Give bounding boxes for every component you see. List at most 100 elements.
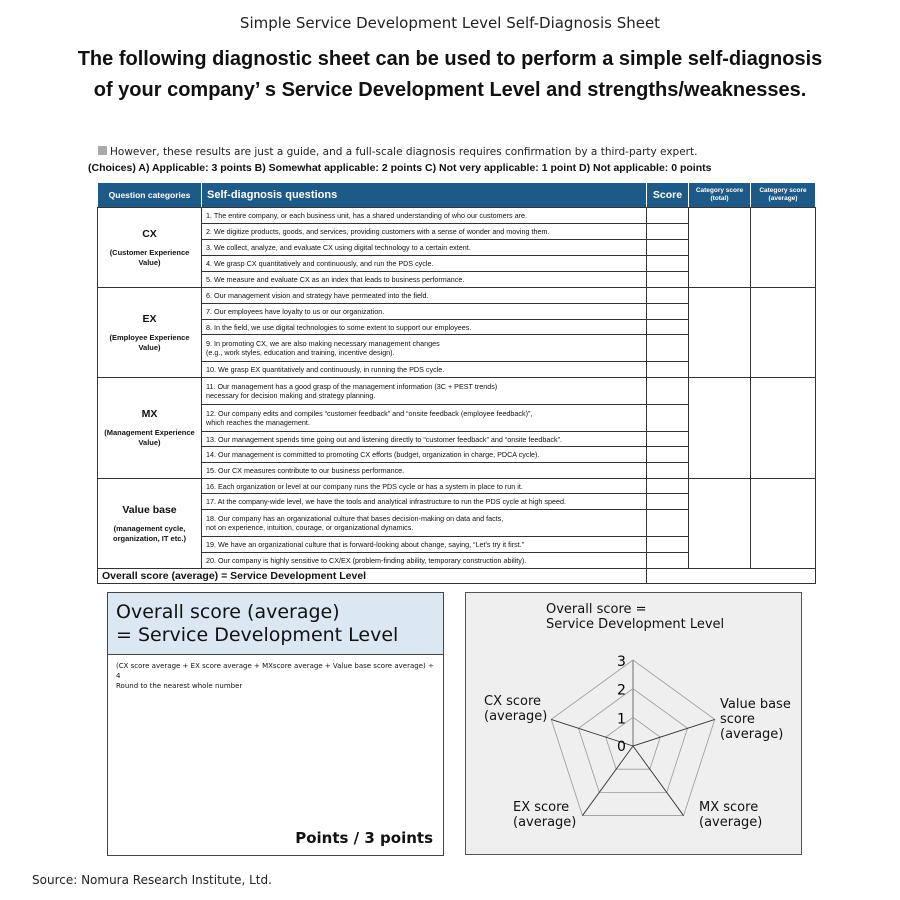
category-subtitle: (Customer Experience Value)	[109, 247, 190, 267]
category-name: EX	[142, 312, 157, 325]
diagnosis-table: Question categories Self-diagnosis quest…	[97, 182, 816, 584]
table-row: 18. Our company has an organizational cu…	[98, 509, 816, 537]
category-name: MX	[141, 408, 158, 420]
score-input-cell[interactable]	[646, 509, 689, 537]
radar-chart-panel: Overall score =Service Development Level…	[465, 592, 802, 855]
score-input-cell[interactable]	[646, 536, 689, 553]
radar-axis-spoke	[632, 745, 684, 816]
category-cell: EX(Employee Experience Value)	[97, 287, 202, 378]
category-cell: CX (Customer Experience Value)	[97, 207, 202, 288]
points-label: Points / 3 points	[295, 829, 433, 847]
radar-tick-label: 3	[617, 654, 626, 670]
question-text: 16. Each organization or level at our co…	[201, 478, 647, 494]
table-row: 7. Our employees have loyalty to us or o…	[98, 303, 816, 320]
formula: (CX score average + EX score average + M…	[108, 655, 443, 697]
source-note: Source: Nomura Research Institute, Ltd.	[32, 873, 272, 887]
table-row: 13. Our management spends time going out…	[98, 431, 816, 447]
category-average-cell[interactable]	[750, 478, 816, 569]
score-input-cell[interactable]	[646, 319, 689, 335]
score-input-cell[interactable]	[646, 255, 689, 272]
question-text: 7. Our employees have loyalty to us or o…	[201, 303, 647, 320]
overall-score-cell[interactable]	[646, 568, 816, 584]
category-name: Value base	[122, 503, 177, 516]
category-average-cell[interactable]	[750, 207, 816, 288]
header-category-total: Category score (total)	[688, 182, 751, 208]
category-total-cell[interactable]	[688, 207, 751, 288]
header-categories: Question categories	[97, 182, 202, 208]
radar-axis-spoke	[632, 718, 715, 747]
category-total-cell[interactable]	[688, 377, 751, 479]
question-text: 8. In the field, we use digital technolo…	[201, 319, 647, 335]
score-input-cell[interactable]	[646, 223, 689, 240]
radar-axis-spoke	[582, 745, 634, 816]
header-category-average: Category score (average)	[750, 182, 816, 208]
category-total-cell[interactable]	[688, 478, 751, 569]
score-input-cell[interactable]	[646, 239, 689, 256]
overall-score-box: Overall score (average) = Service Develo…	[107, 592, 444, 856]
category-cell: Value base (management cycle, organizatio…	[97, 478, 202, 569]
question-text: 2. We digitize products, goods, and serv…	[201, 223, 647, 240]
question-text: 15. Our CX measures contribute to our bu…	[201, 462, 647, 479]
overall-title-line-2: = Service Development Level	[116, 624, 399, 646]
radar-tick-label: 1	[617, 711, 626, 727]
table-row: MX(Management Experience Value)11. Our m…	[97, 377, 816, 479]
radar-chart: Overall score =Service Development Level…	[484, 602, 791, 830]
category-subtitle: (management cycle, organization, IT etc.…	[113, 523, 186, 543]
table-row: 12. Our company edits and compiles “cust…	[98, 404, 816, 432]
square-bullet-icon	[98, 146, 107, 155]
formula-line-2: Round to the nearest whole number	[116, 682, 243, 690]
table-row: 8. In the field, we use digital technolo…	[98, 319, 816, 335]
score-input-cell[interactable]	[646, 404, 689, 432]
sheet-subtitle: Simple Service Development Level Self-Di…	[239, 14, 661, 32]
score-input-cell[interactable]	[646, 271, 689, 288]
question-text: 10. We grasp EX quantitatively and conti…	[201, 361, 647, 378]
score-input-cell[interactable]	[646, 207, 689, 224]
overall-label: Overall score (average) = Service Develo…	[97, 568, 647, 584]
category-total-cell[interactable]	[688, 287, 751, 378]
note-text: However, these results are just a guide,…	[110, 146, 698, 158]
score-input-cell[interactable]	[646, 431, 689, 447]
headline-line-2: of your company’ s Service Development L…	[93, 79, 807, 101]
score-input-cell[interactable]	[646, 377, 689, 405]
score-input-cell[interactable]	[646, 493, 689, 510]
category-average-cell[interactable]	[750, 287, 816, 378]
question-text: 19. We have an organizational culture th…	[201, 536, 647, 553]
score-input-cell[interactable]	[646, 361, 689, 378]
radar-axis-label: Overall score =Service Development Level	[546, 602, 724, 632]
overall-row: Overall score (average) = Service Develo…	[97, 568, 816, 584]
score-input-cell[interactable]	[646, 446, 689, 463]
category-name: CX	[142, 227, 157, 240]
header-questions: Self-diagnosis questions	[201, 182, 647, 208]
radar-grid-ring	[578, 688, 688, 793]
score-input-cell[interactable]	[646, 287, 689, 304]
score-input-cell[interactable]	[646, 462, 689, 479]
choices-legend: (Choices) A) Applicable: 3 points B) Som…	[88, 162, 712, 174]
score-input-cell[interactable]	[646, 303, 689, 320]
question-text: 20. Our company is highly sensitive to C…	[201, 552, 647, 569]
question-text: 14. Our management is committed to promo…	[201, 446, 647, 463]
question-text: 11. Our management has a good grasp of t…	[201, 377, 647, 405]
question-text: 13. Our management spends time going out…	[201, 431, 647, 447]
radar-axis-label: EX score(average)	[513, 800, 576, 830]
overall-score-title: Overall score (average) = Service Develo…	[108, 593, 443, 655]
overall-title-line-1: Overall score (average)	[116, 601, 340, 623]
score-input-cell[interactable]	[646, 478, 689, 494]
question-text: 4. We grasp CX quantitatively and contin…	[201, 255, 647, 272]
table-row: Value base (management cycle, organizatio…	[97, 478, 816, 569]
table-row: 17. At the company-wide level, we have t…	[98, 493, 816, 510]
question-text: 3. We collect, analyze, and evaluate CX …	[201, 239, 647, 256]
table-row: 19. We have an organizational culture th…	[98, 536, 816, 553]
table-row: EX(Employee Experience Value)6. Our mana…	[97, 287, 816, 378]
disclaimer-note: However, these results are just a guide,…	[98, 146, 697, 158]
question-text: 5. We measure and evaluate CX as an inde…	[201, 271, 647, 288]
score-input-cell[interactable]	[646, 552, 689, 569]
score-input-cell[interactable]	[646, 334, 689, 362]
radar-tick-label: 0	[617, 739, 626, 755]
radar-axis-label: MX score(average)	[699, 800, 762, 830]
formula-line-1: (CX score average + EX score average + M…	[116, 662, 434, 680]
question-text: 1. The entire company, or each business …	[201, 207, 647, 224]
table-row: CX (Customer Experience Value) 1. The enti…	[97, 207, 816, 288]
headline: The following diagnostic sheet can be us…	[0, 44, 900, 106]
category-average-cell[interactable]	[750, 377, 816, 479]
